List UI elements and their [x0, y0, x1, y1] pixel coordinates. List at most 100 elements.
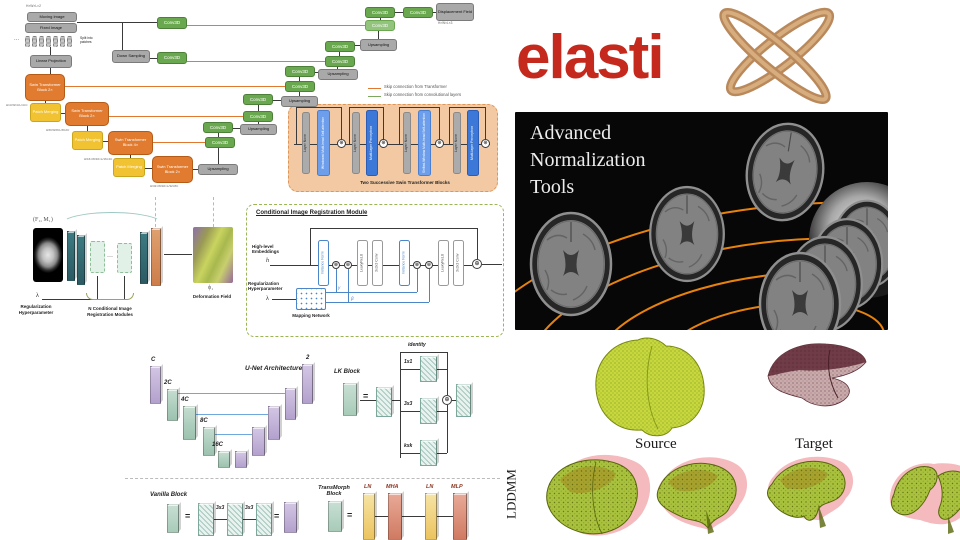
label: β [351, 296, 354, 301]
shape [117, 243, 132, 273]
layer-norm: Layer Norm [302, 112, 310, 174]
connector-line [378, 31, 379, 39]
instance-norm: Instance Norm [318, 240, 329, 286]
connector-line [380, 18, 381, 20]
shape [363, 493, 375, 540]
shape [218, 451, 230, 468]
shape [167, 389, 178, 421]
connector-line [336, 269, 337, 292]
instance-norm: Instance Norm [399, 240, 410, 286]
ln: LN [364, 484, 372, 490]
lddmm-step-3 [767, 456, 854, 528]
shape [67, 231, 75, 281]
source-mesh [595, 337, 705, 437]
shape [376, 387, 392, 417]
label: λ [36, 293, 39, 299]
connector-line [299, 77, 300, 81]
n-conditional-image-registrati: N Conditional Image Registration Modules [87, 306, 133, 317]
shape [140, 232, 148, 284]
3x3x3-conv: 3x3x3 Conv [372, 240, 383, 286]
connector-line [399, 107, 400, 144]
shape [420, 440, 437, 466]
h-w-l-2: H×W×L×2 [26, 4, 41, 8]
connector-line [61, 113, 65, 114]
upsampling: Upsampling [360, 39, 397, 51]
label: ⊕ [435, 139, 444, 148]
conv3d: Conv3D [243, 94, 273, 105]
shape [388, 493, 402, 540]
patch-merging-2: Patch Merging [72, 131, 103, 150]
h: h [266, 258, 269, 264]
connector-line [447, 405, 448, 453]
patch [67, 36, 72, 47]
connector-line [187, 61, 325, 62]
connector-line [87, 126, 88, 131]
connector-line [447, 352, 448, 395]
connector-line [215, 434, 253, 435]
connector-line [258, 105, 259, 111]
shape [343, 383, 357, 416]
lddmm-sequence [546, 454, 960, 536]
split-into-patches: Split into patches [80, 36, 93, 44]
shape [198, 503, 214, 536]
h-16-w-16-l-16-4c: H/16×W/16×L/16×4C [84, 157, 113, 161]
label: = [363, 391, 369, 401]
upsampling: Upsampling [281, 96, 318, 107]
connector-line [273, 100, 281, 101]
leakyrelu: LeakyReLU [357, 240, 368, 286]
connector-line [150, 58, 157, 59]
cond-module-title: Conditional Image Registration Module [256, 210, 368, 216]
connector-line [400, 453, 420, 454]
shape [77, 235, 85, 285]
transmorph-block-title: TransMorph Block [318, 485, 350, 498]
connector-line [233, 128, 240, 129]
connector-line [310, 228, 477, 229]
leakyrelu: LeakyReLU [438, 240, 449, 286]
patch [60, 36, 65, 47]
shape [268, 406, 280, 440]
connector-line [449, 107, 485, 108]
connector-line [482, 264, 502, 265]
4c: 4C [181, 397, 189, 403]
shape [203, 427, 215, 456]
patch [53, 36, 58, 47]
shape [420, 356, 437, 382]
connector-line [296, 107, 297, 144]
connector-line [437, 369, 447, 370]
shape [90, 241, 105, 273]
label: ··· [14, 37, 19, 43]
upsampling: Upsampling [198, 164, 238, 175]
label: γ [338, 285, 341, 290]
layer-norm: Layer Norm [453, 112, 461, 174]
shape [252, 427, 265, 456]
source-target-meshes [595, 337, 867, 437]
connector-line [400, 352, 447, 353]
connector-line [77, 22, 157, 23]
conv3d: Conv3D [203, 122, 233, 133]
lk-block-title: LK Block [334, 369, 361, 375]
connector-line [258, 120, 259, 124]
shape [420, 398, 437, 424]
elastix-band-icon [719, 7, 835, 105]
connector-line [339, 52, 340, 56]
swin-block-2: Swin Transformer Block 2× [65, 102, 109, 126]
shape [235, 451, 247, 468]
conv3d: Conv3D [157, 17, 187, 29]
connector-line [485, 107, 486, 139]
shape [60, 212, 164, 238]
windowed-multi-head-self-atten: Windowed Multi-head Self-attention [317, 110, 330, 176]
layer-norm: Layer Norm [352, 112, 360, 174]
h-8-w-8-l-8-2c: H/8×W/8×L/8×2C [46, 128, 70, 132]
connector-line [400, 352, 401, 458]
connector-line [449, 107, 450, 144]
connector-line [187, 25, 365, 26]
shape [150, 366, 161, 404]
mlp: MLP [451, 484, 463, 490]
connector-line [65, 86, 285, 87]
connector-line [272, 299, 296, 300]
upsampling: Upsampling [240, 124, 277, 135]
connector-line [429, 269, 430, 302]
